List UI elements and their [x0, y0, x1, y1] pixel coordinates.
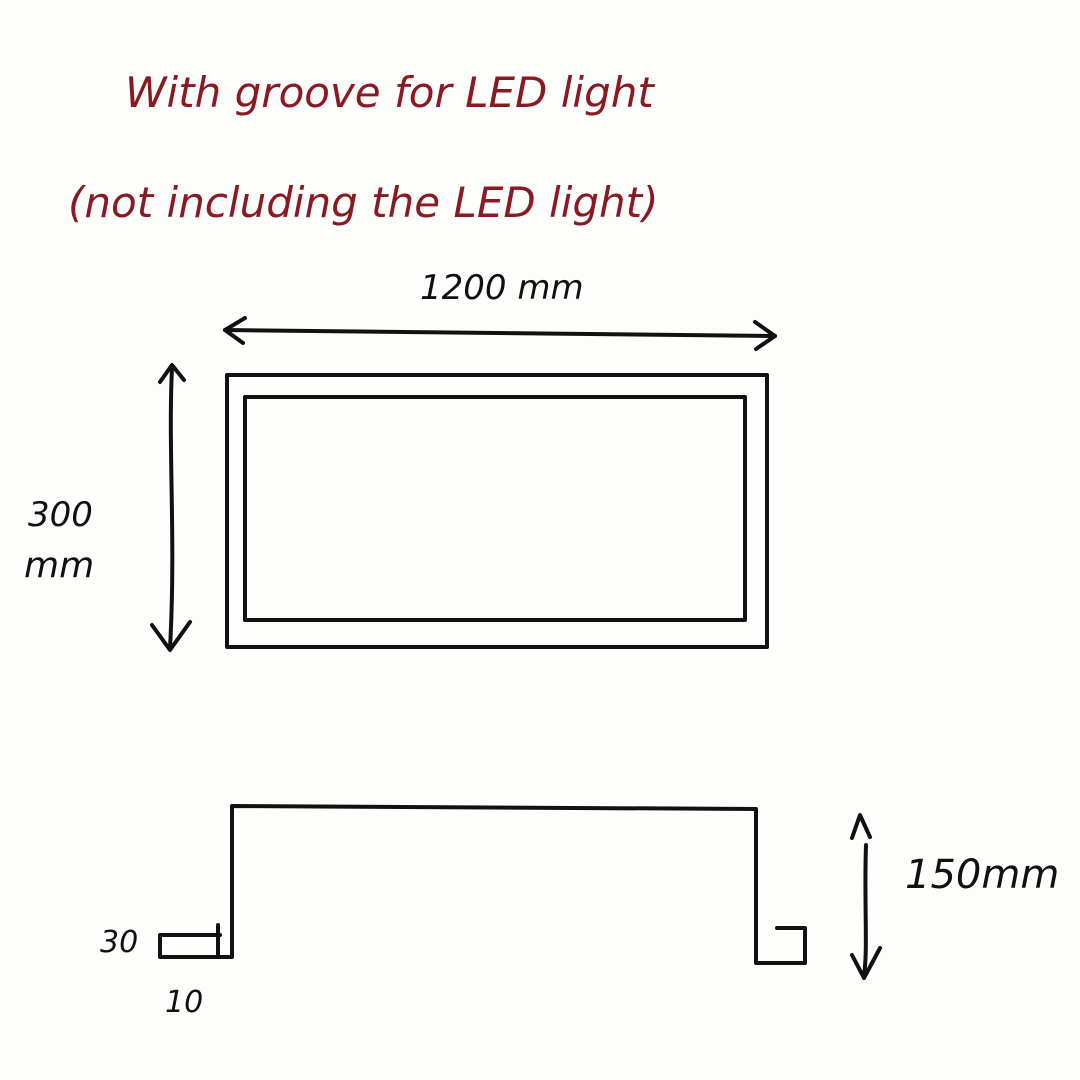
width-dimension-arrow — [223, 316, 777, 351]
height-dimension-unit: mm — [24, 545, 95, 586]
side-height-arrow — [850, 813, 882, 980]
title-line-1: With groove for LED light — [125, 68, 654, 117]
side-profile — [158, 804, 807, 965]
title-line-2: (not including the LED light) — [68, 178, 659, 227]
height-dimension-value: 300 — [28, 495, 93, 535]
width-dimension-label: 1200 mm — [420, 268, 584, 308]
groove-width-label: 10 — [165, 985, 204, 1020]
side-height-label: 150mm — [905, 852, 1060, 898]
outer-frame — [225, 373, 769, 649]
height-dimension-arrow — [150, 363, 192, 652]
groove-height-label: 30 — [100, 925, 139, 960]
inner-groove — [243, 395, 747, 622]
